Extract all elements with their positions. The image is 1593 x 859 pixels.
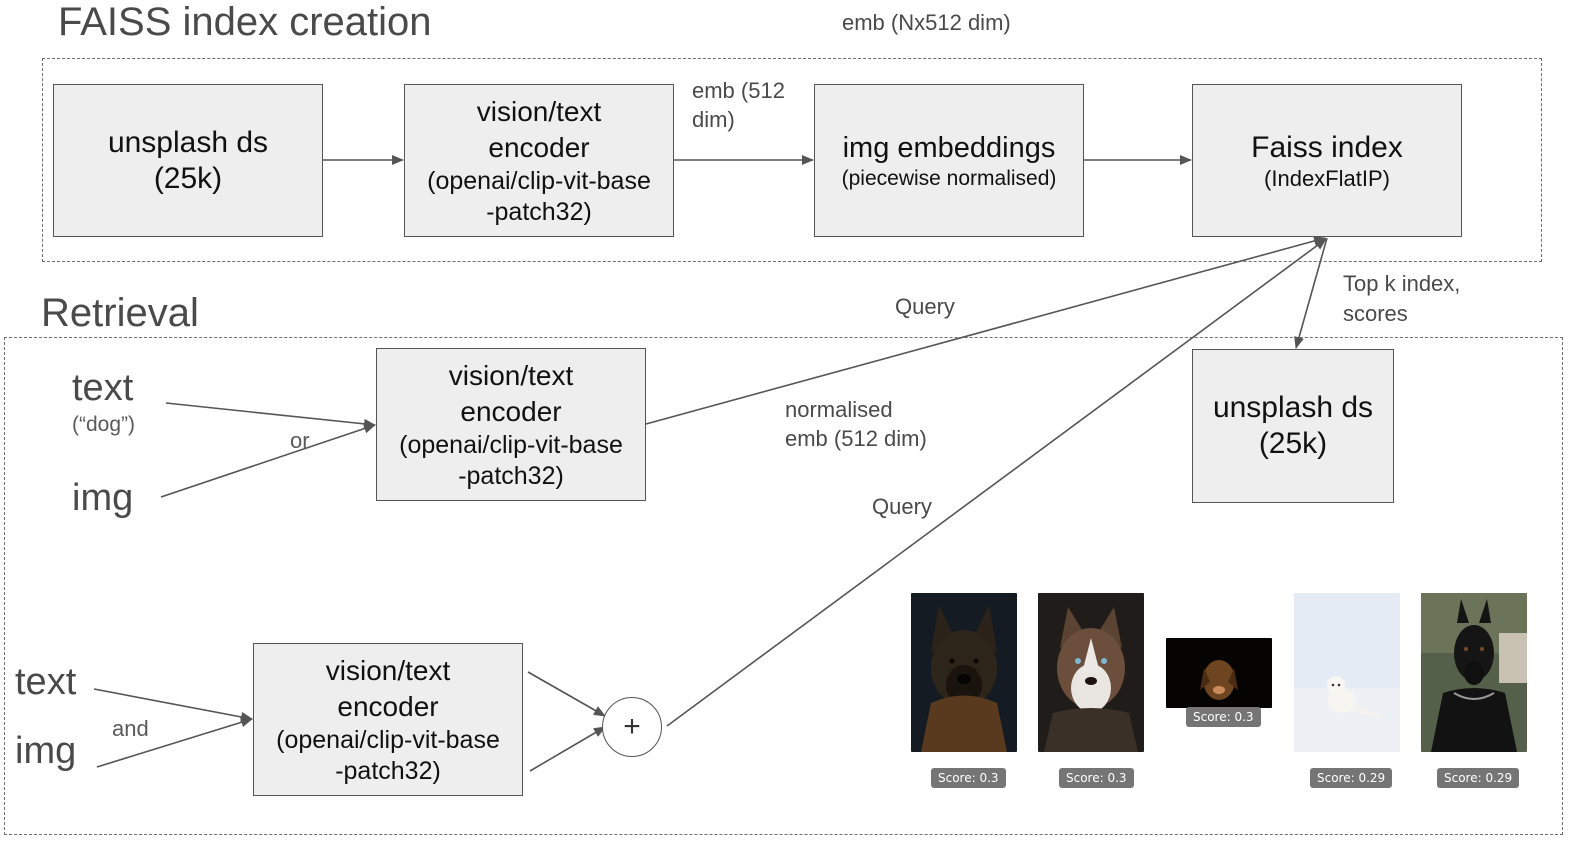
arrow-encoder-to-sum-b <box>529 726 606 772</box>
arrow-text-to-encoder <box>165 402 376 429</box>
doberman-image <box>1421 593 1527 752</box>
husky-image <box>1038 593 1144 752</box>
box-line: encoder <box>488 131 590 163</box>
retriever-image <box>1166 638 1272 708</box>
topk-label-line1: Top k index, <box>1343 271 1461 296</box>
retrieval-encoder-box: vision/text encoder (openai/clip-vit-bas… <box>376 348 646 501</box>
box-line: (openai/clip-vit-base <box>276 725 500 754</box>
text-input-label-2: text <box>15 661 77 703</box>
box-line: -patch32) <box>458 461 564 490</box>
score-badge: Score: 0.3 <box>1186 707 1261 727</box>
box-line: unsplash ds <box>1212 391 1374 424</box>
arrow-img-to-encoder-2 <box>96 717 253 768</box>
index-creation-title: FAISS index creation <box>58 0 432 44</box>
box-line: (openai/clip-vit-base <box>427 166 651 195</box>
and-label: and <box>112 716 149 741</box>
img-embeddings-box: img embeddings (piecewise normalised) <box>814 84 1084 237</box>
box-line: (25k) <box>153 161 223 195</box>
sum-node: + <box>602 697 662 757</box>
arrow-encoder-to-sum-a <box>527 671 606 717</box>
text-example-label: (“dog”) <box>72 413 136 436</box>
result-image-4 <box>1294 593 1400 752</box>
box-line: -patch32) <box>486 197 592 226</box>
retrieval-title: Retrieval <box>41 291 199 335</box>
or-label: or <box>290 428 310 453</box>
retrieval-region <box>4 337 1563 835</box>
arrow-query-single <box>645 236 1326 425</box>
box-line: encoder <box>337 690 439 722</box>
query-label-1: Query <box>895 294 955 319</box>
score-badge: Score: 0.3 <box>931 768 1006 788</box>
combined-encoder-box: vision/text encoder (openai/clip-vit-bas… <box>253 643 523 796</box>
result-image-1 <box>911 593 1017 752</box>
normalised-label-line1: normalised <box>785 397 893 422</box>
emb-512-label-line1: emb (512 <box>692 78 785 103</box>
query-label-2: Query <box>872 494 932 519</box>
emb-nx512-label: emb (Nx512 dim) <box>842 10 1011 35</box>
arrow-query-combined <box>666 238 1327 727</box>
box-line: (25k) <box>1258 427 1328 460</box>
faiss-index-box: Faiss index (IndexFlatIP) <box>1192 84 1462 237</box>
emb-512-label-line2: dim) <box>692 107 735 132</box>
topk-label-line2: scores <box>1343 301 1408 326</box>
unsplash-ds-box: unsplash ds (25k) <box>53 84 323 237</box>
box-line: (openai/clip-vit-base <box>399 430 623 459</box>
result-image-2 <box>1038 593 1144 752</box>
box-line: Faiss index <box>1251 130 1403 164</box>
arrow-faiss-to-results <box>1294 237 1328 349</box>
box-line: -patch32) <box>335 756 441 785</box>
box-line: vision/text <box>448 359 574 391</box>
normalised-label-line2: emb (512 dim) <box>785 426 927 451</box>
white-dog-in-snow-image <box>1294 593 1400 752</box>
result-unsplash-ds-box: unsplash ds (25k) <box>1192 349 1394 503</box>
index-creation-region <box>42 58 1542 262</box>
box-line: (piecewise normalised) <box>841 166 1057 190</box>
result-image-5 <box>1421 593 1527 752</box>
arrow-img-to-encoder <box>160 423 376 498</box>
score-badge: Score: 0.3 <box>1059 768 1134 788</box>
box-line: unsplash ds <box>107 125 269 159</box>
score-badge: Score: 0.29 <box>1437 768 1520 788</box>
text-input-label: text <box>72 367 134 409</box>
img-input-label-2: img <box>15 730 77 772</box>
box-line: img embeddings <box>842 131 1056 164</box>
score-badge: Score: 0.29 <box>1310 768 1393 788</box>
encoder-box: vision/text encoder (openai/clip-vit-bas… <box>404 84 674 237</box>
box-line: vision/text <box>476 95 602 127</box>
box-line: (IndexFlatIP) <box>1264 165 1390 191</box>
result-image-3 <box>1166 638 1272 708</box>
arrow-text-to-encoder-2 <box>93 688 253 722</box>
german-shepherd-image <box>911 593 1017 752</box>
img-input-label: img <box>72 477 134 519</box>
box-line: encoder <box>460 395 562 427</box>
box-line: vision/text <box>325 654 451 686</box>
